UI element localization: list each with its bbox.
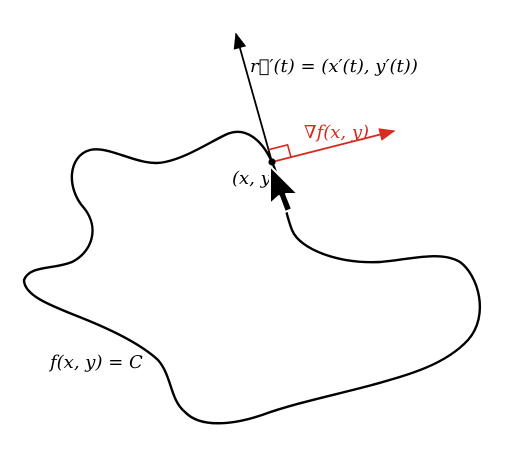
mouse-pointer-arrow-icon	[269, 165, 299, 213]
gradient-vector-arrow	[271, 128, 396, 163]
point-label: (x, y)	[232, 168, 278, 189]
gradient-label: ∇f(x, y)	[304, 122, 369, 143]
tangent-vector-arrow	[233, 32, 273, 163]
level-curve	[22, 130, 482, 425]
tangent-label: r⃗′(t) = (x′(t), y′(t))	[250, 56, 418, 77]
right-angle-marker	[268, 143, 292, 158]
curve-equation-label: f(x, y) = C	[48, 352, 143, 373]
point-marker	[268, 158, 276, 166]
